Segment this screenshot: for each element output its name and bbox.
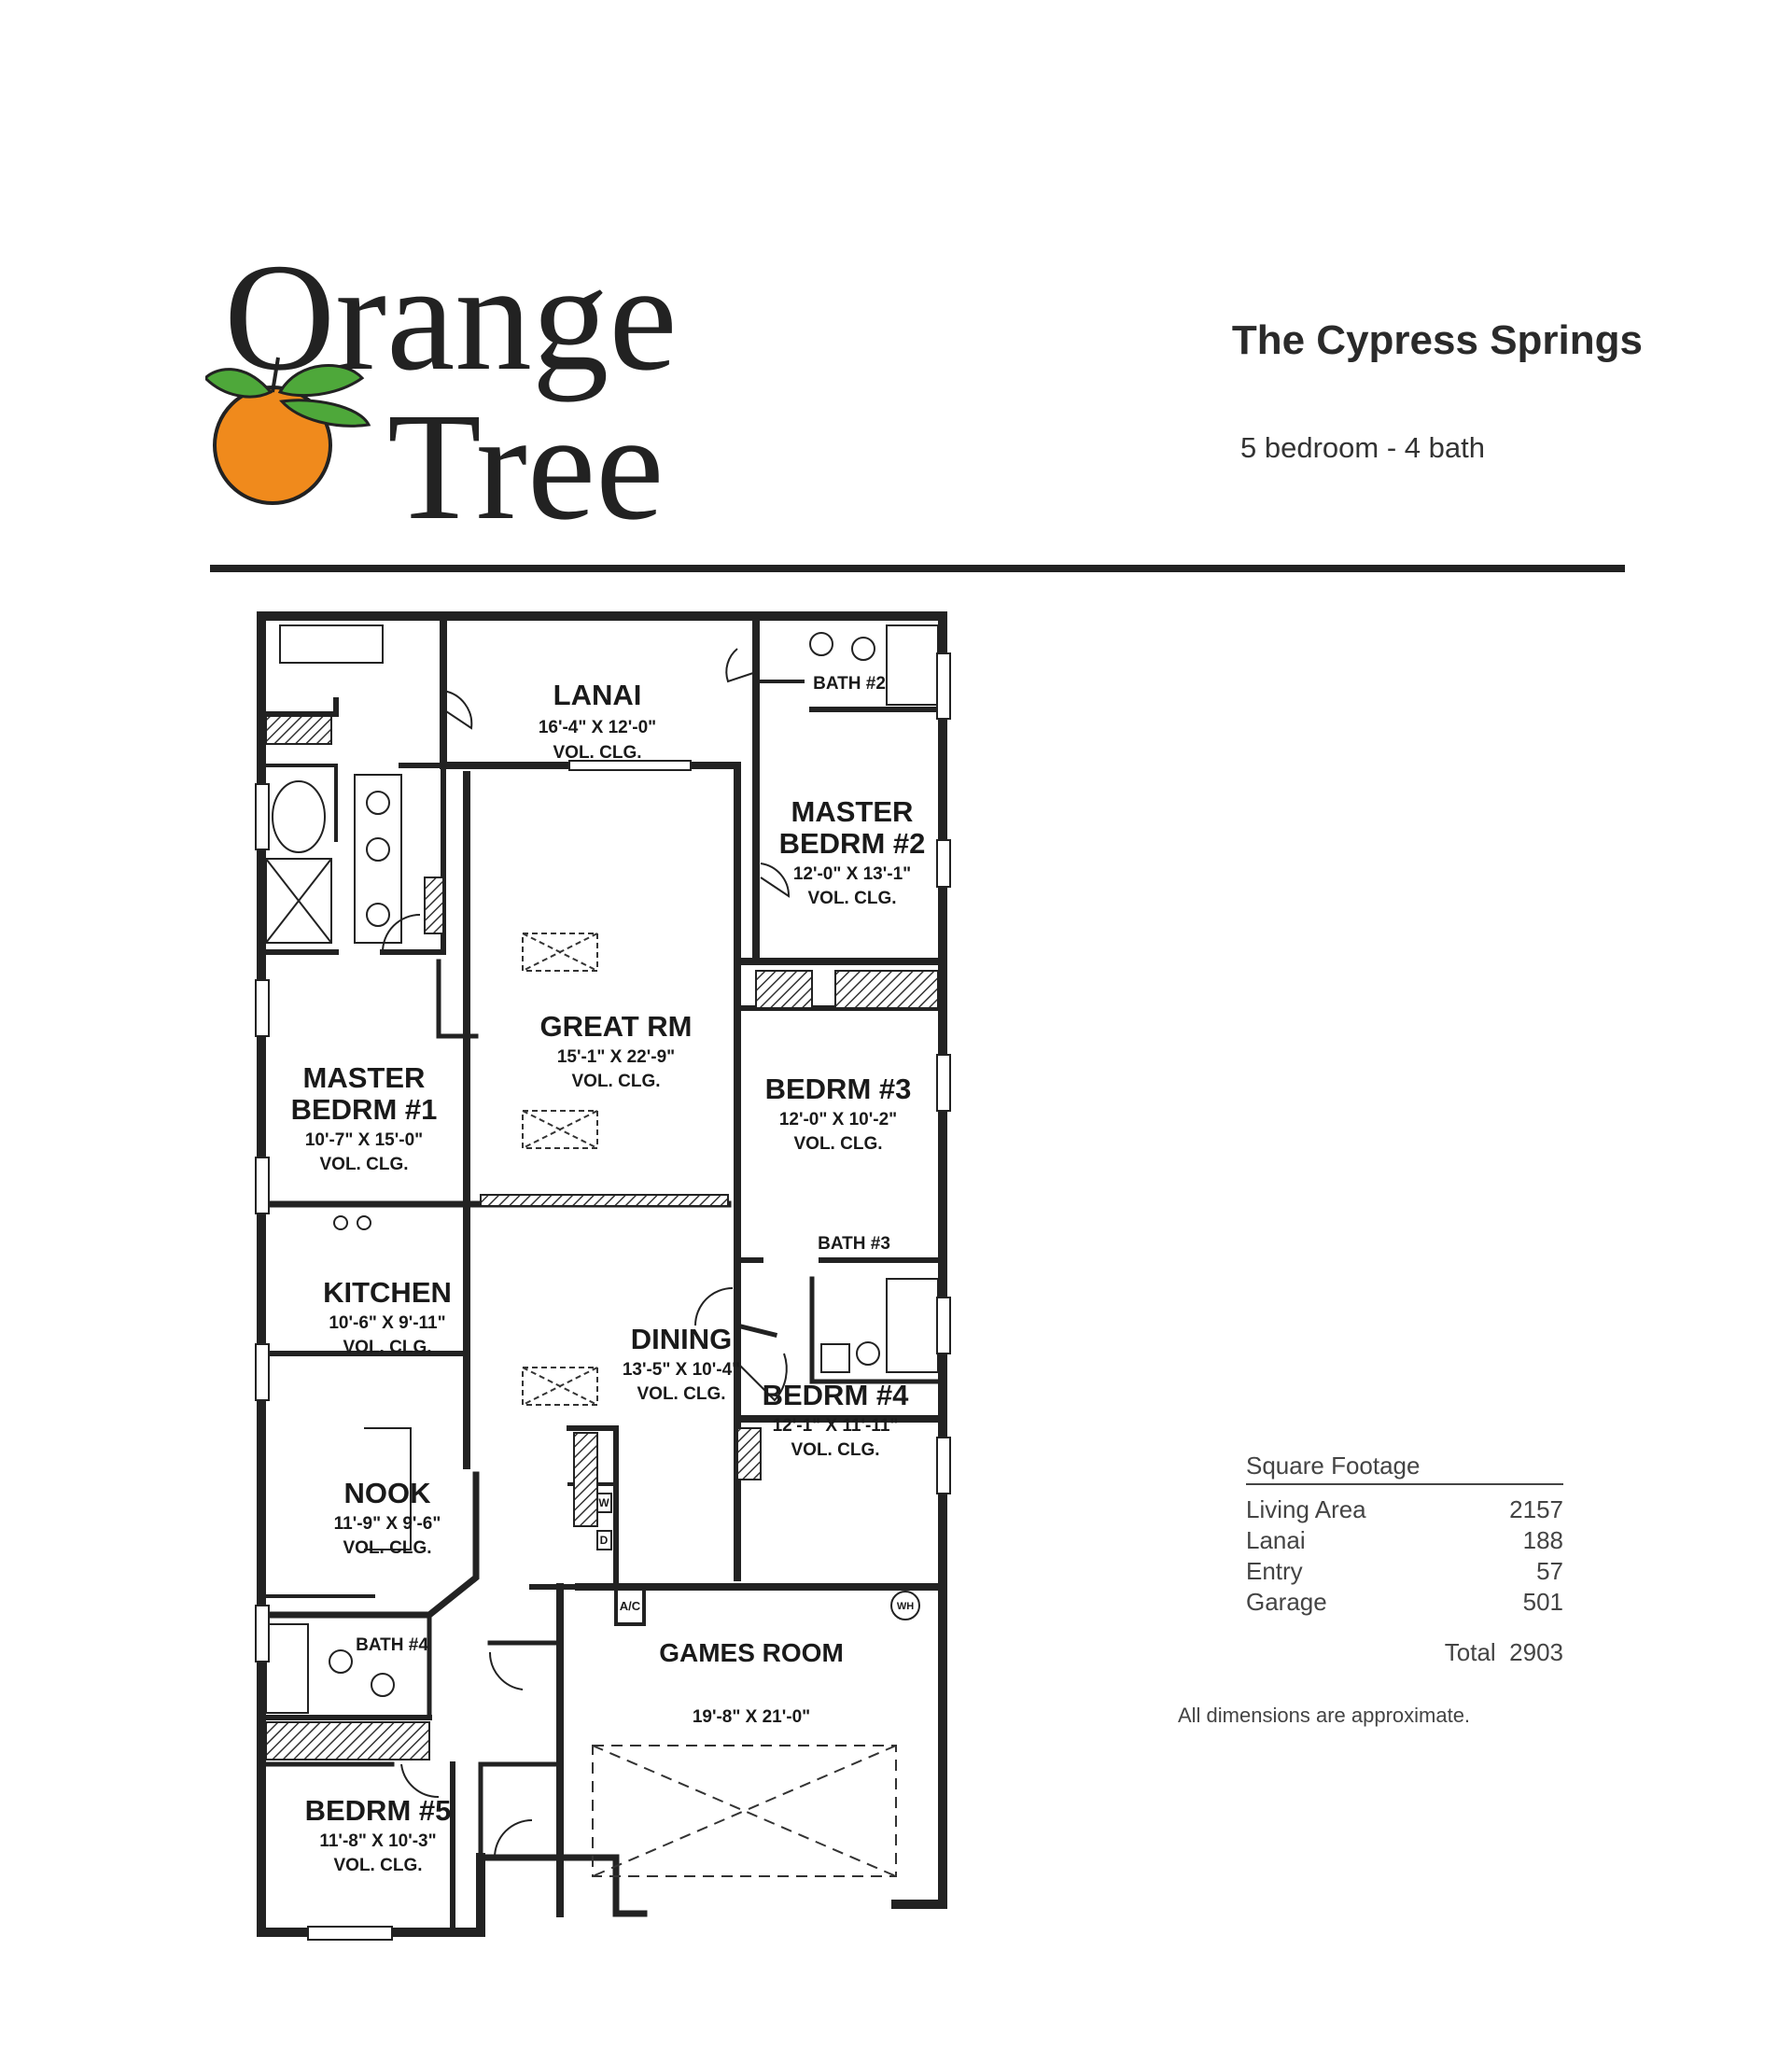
room-bedrm-4: BEDRM #4 12'-1" X 11'-11" VOL. CLG.: [763, 1379, 910, 1460]
room-ceiling: VOL. CLG.: [320, 1155, 409, 1174]
sqft-total-label: Total: [1444, 1638, 1496, 1666]
room-ceiling: VOL. CLG.: [553, 743, 642, 763]
room-ceiling: VOL. CLG.: [572, 1072, 661, 1091]
room-dims: 11'-8" X 10'-3": [319, 1831, 436, 1851]
sqft-label: Entry: [1246, 1557, 1303, 1585]
logo-text-tree: Tree: [387, 381, 664, 546]
room-name: BEDRM #5: [305, 1794, 452, 1827]
sqft-row-living: Living Area 2157: [1246, 1494, 1563, 1525]
room-name: GREAT RM: [539, 1010, 692, 1043]
room-ceiling: VOL. CLG.: [334, 1856, 423, 1875]
windows: [255, 652, 951, 1941]
room-name: LANAI: [553, 679, 642, 711]
room-ceiling: VOL. CLG.: [794, 1134, 883, 1154]
square-footage-table: Square Footage Living Area 2157 Lanai 18…: [1246, 1452, 1563, 1667]
room-dims: 10'-7" X 15'-0": [305, 1130, 423, 1150]
sqft-label: Garage: [1246, 1588, 1327, 1616]
room-name: BEDRM #4: [763, 1379, 910, 1411]
room-dims: 15'-1" X 22'-9": [557, 1047, 675, 1067]
square-footage-heading: Square Footage: [1246, 1452, 1563, 1485]
room-bath2: BATH #2: [813, 674, 886, 694]
dimensions-note: All dimensions are approximate.: [1178, 1704, 1471, 1727]
header-divider: [210, 565, 1625, 572]
room-bath4: BATH #4: [356, 1635, 428, 1655]
floor-plan: LANAI 16'-4" X 12'-0" VOL. CLG. BATH #2 …: [255, 611, 951, 1941]
room-name: GAMES ROOM: [659, 1638, 844, 1667]
sqft-value: 188: [1522, 1526, 1563, 1554]
washer-label: W: [598, 1496, 609, 1509]
plan-subtitle: 5 bedroom - 4 bath: [1240, 431, 1485, 464]
sqft-value: 2157: [1509, 1495, 1563, 1523]
wh-label: WH: [897, 1601, 914, 1612]
ac-label: A/C: [620, 1599, 641, 1613]
room-name: DINING: [631, 1323, 733, 1355]
room-name: KITCHEN: [323, 1276, 452, 1309]
skylight-marks: [522, 933, 598, 1406]
room-kitchen: KITCHEN 10'-6" X 9'-11" VOL. CLG.: [323, 1276, 452, 1357]
room-games-room: GAMES ROOM 19'-8" X 21'-0": [659, 1638, 844, 1727]
room-dims: 12'-0" X 13'-1": [793, 864, 911, 884]
room-dims: 19'-8" X 21'-0": [693, 1707, 810, 1727]
room-great-rm: GREAT RM 15'-1" X 22'-9" VOL. CLG.: [539, 1010, 692, 1091]
room-lanai: LANAI 16'-4" X 12'-0" VOL. CLG.: [539, 679, 656, 763]
sqft-total-value: 2903: [1509, 1638, 1563, 1666]
plan-title: The Cypress Springs: [1231, 317, 1643, 363]
sqft-label: Lanai: [1246, 1526, 1306, 1554]
sqft-value: 57: [1536, 1557, 1563, 1585]
room-name-line2: BEDRM #1: [291, 1093, 438, 1126]
sqft-row-entry: Entry 57: [1246, 1556, 1563, 1587]
sqft-label: Living Area: [1246, 1495, 1366, 1523]
room-dims: 12'-1" X 11'-11": [773, 1416, 899, 1436]
room-ceiling: VOL. CLG.: [343, 1538, 432, 1558]
room-bath3: BATH #3: [818, 1234, 890, 1254]
room-name-line1: MASTER: [791, 795, 914, 828]
orange-tree-logo: Orange Tree: [205, 238, 678, 546]
room-bedrm-3: BEDRM #3 12'-0" X 10'-2" VOL. CLG.: [765, 1073, 912, 1154]
water-heater-icon: [890, 1591, 920, 1620]
sqft-row-garage: Garage 501: [1246, 1587, 1563, 1618]
room-ceiling: VOL. CLG.: [343, 1338, 432, 1357]
room-ceiling: VOL. CLG.: [637, 1384, 726, 1404]
room-dims: 10'-6" X 9'-11": [329, 1313, 445, 1333]
room-dims: 11'-9" X 9'-6": [334, 1514, 441, 1534]
room-dims: 13'-5" X 10'-4": [623, 1360, 740, 1380]
room-name: NOOK: [344, 1477, 432, 1509]
door-swings: [382, 648, 791, 1859]
garage-door-marks: [592, 1745, 897, 1877]
dryer-label: D: [600, 1534, 609, 1547]
sqft-value: 501: [1522, 1588, 1563, 1616]
room-master-bedrm-1: MASTER BEDRM #1 10'-7" X 15'-0" VOL. CLG…: [291, 1061, 438, 1174]
room-master-bedrm-2: MASTER BEDRM #2 12'-0" X 13'-1" VOL. CLG…: [779, 795, 926, 908]
room-name: BEDRM #3: [765, 1073, 912, 1105]
room-name-line2: BEDRM #2: [779, 827, 926, 860]
room-ceiling: VOL. CLG.: [808, 889, 897, 908]
room-dims: 12'-0" X 10'-2": [779, 1110, 897, 1129]
room-bedrm-5: BEDRM #5 11'-8" X 10'-3" VOL. CLG.: [305, 1794, 452, 1875]
room-nook: NOOK 11'-9" X 9'-6" VOL. CLG.: [334, 1477, 441, 1558]
room-name-line1: MASTER: [303, 1061, 426, 1094]
room-ceiling: VOL. CLG.: [791, 1440, 880, 1460]
orange-fruit-icon: [205, 357, 371, 505]
sqft-total: Total 2903: [1246, 1638, 1563, 1667]
sqft-row-lanai: Lanai 188: [1246, 1525, 1563, 1556]
closet-hatching: [265, 715, 939, 1760]
room-dims: 16'-4" X 12'-0": [539, 718, 656, 737]
room-dining: DINING 13'-5" X 10'-4" VOL. CLG.: [623, 1323, 740, 1404]
